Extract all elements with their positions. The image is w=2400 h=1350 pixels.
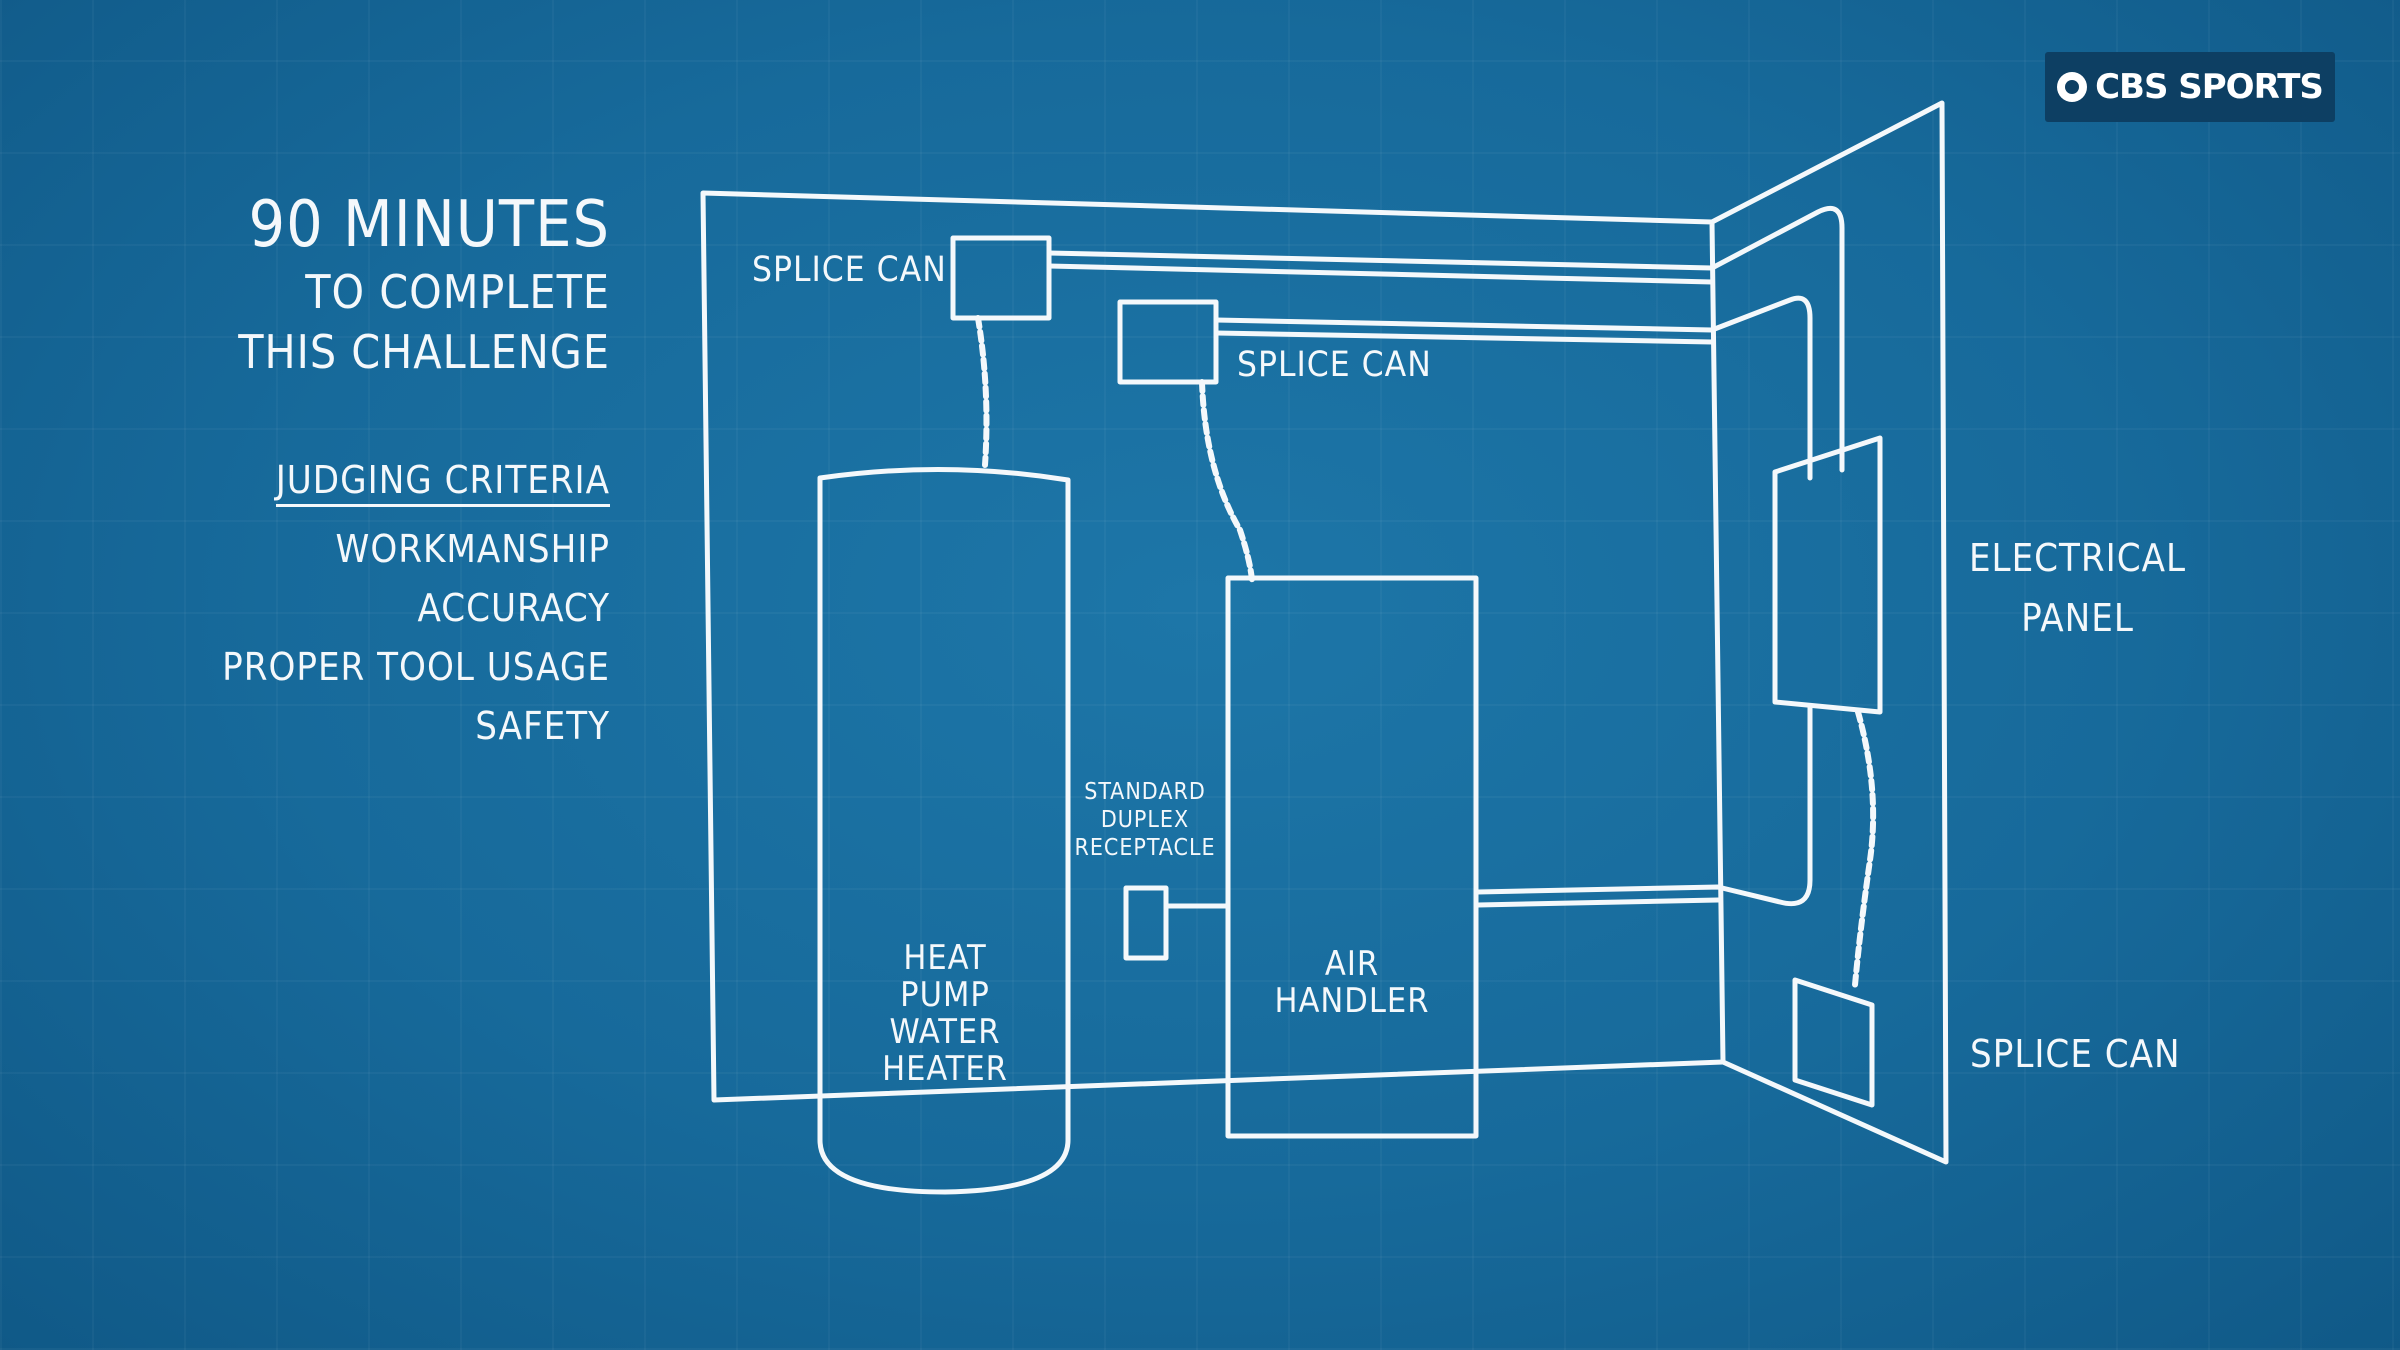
cbs-eye-icon	[2057, 72, 2088, 102]
electrical-panel-box	[1772, 435, 1883, 715]
electrical-panel-line: ELECTRICAL	[1968, 536, 2187, 580]
splice-can-label-2: SPLICE CAN	[1237, 345, 1432, 385]
splice-can-box-3	[1792, 977, 1875, 1108]
criteria-heading-text: JUDGING CRITERIA	[275, 458, 610, 507]
conduit-top-3	[1213, 295, 1813, 481]
conduit-top-2	[1046, 263, 1715, 285]
receptacle-line: RECEPTACLE	[1074, 835, 1216, 861]
air-handler-line: HANDLER	[1274, 981, 1430, 1021]
whip-heater	[975, 315, 990, 468]
conduit-top-4	[1213, 330, 1715, 345]
conduit-lower-1	[1475, 705, 1813, 907]
water-heater-line: PUMP	[900, 975, 990, 1015]
criteria-item: WORKMANSHIP	[335, 527, 610, 571]
water-heater-line: HEATER	[882, 1049, 1008, 1089]
conduit-top-1	[1046, 206, 1845, 473]
receptacle-label: STANDARD DUPLEX RECEPTACLE	[1050, 778, 1240, 862]
electrical-panel-line: PANEL	[2021, 596, 2134, 640]
water-heater-tank	[817, 467, 1071, 1195]
splice-can-box-1	[950, 235, 1052, 321]
splice-can-box-2	[1117, 299, 1219, 385]
water-heater-line: WATER	[889, 1012, 1001, 1052]
whip-panel	[1852, 709, 1877, 988]
receptacle-line: STANDARD	[1084, 779, 1206, 805]
receptacle-line: DUPLEX	[1100, 807, 1190, 833]
water-heater-label: HEAT PUMP WATER HEATER	[845, 940, 1045, 1088]
criteria-heading: JUDGING CRITERIA	[180, 458, 610, 507]
air-handler-label: AIR HANDLER	[1248, 946, 1456, 1020]
splice-can-label-3: SPLICE CAN	[1970, 1032, 2181, 1076]
water-heater-line: HEAT	[903, 938, 987, 978]
challenge-headline: 90 MINUTES	[248, 188, 610, 262]
criteria-item: PROPER TOOL USAGE	[222, 645, 610, 689]
criteria-item: SAFETY	[475, 704, 610, 748]
criteria-item: ACCURACY	[417, 586, 610, 630]
whip-air-handler	[1199, 379, 1255, 583]
conduit-lower-2	[1475, 897, 1721, 908]
receptacle-box	[1123, 885, 1169, 961]
cbs-sports-logo: CBS SPORTS	[2045, 52, 2335, 122]
logo-text: CBS SPORTS	[2095, 67, 2324, 107]
challenge-line-3: THIS CHALLENGE	[238, 325, 610, 379]
electrical-panel-label: ELECTRICAL PANEL	[1950, 528, 2205, 648]
challenge-line-2: TO COMPLETE	[305, 265, 610, 319]
splice-can-label-1: SPLICE CAN	[752, 250, 947, 290]
air-handler-line: AIR	[1324, 944, 1380, 984]
side-wall	[1709, 100, 1949, 1165]
air-handler-box	[1225, 575, 1479, 1139]
